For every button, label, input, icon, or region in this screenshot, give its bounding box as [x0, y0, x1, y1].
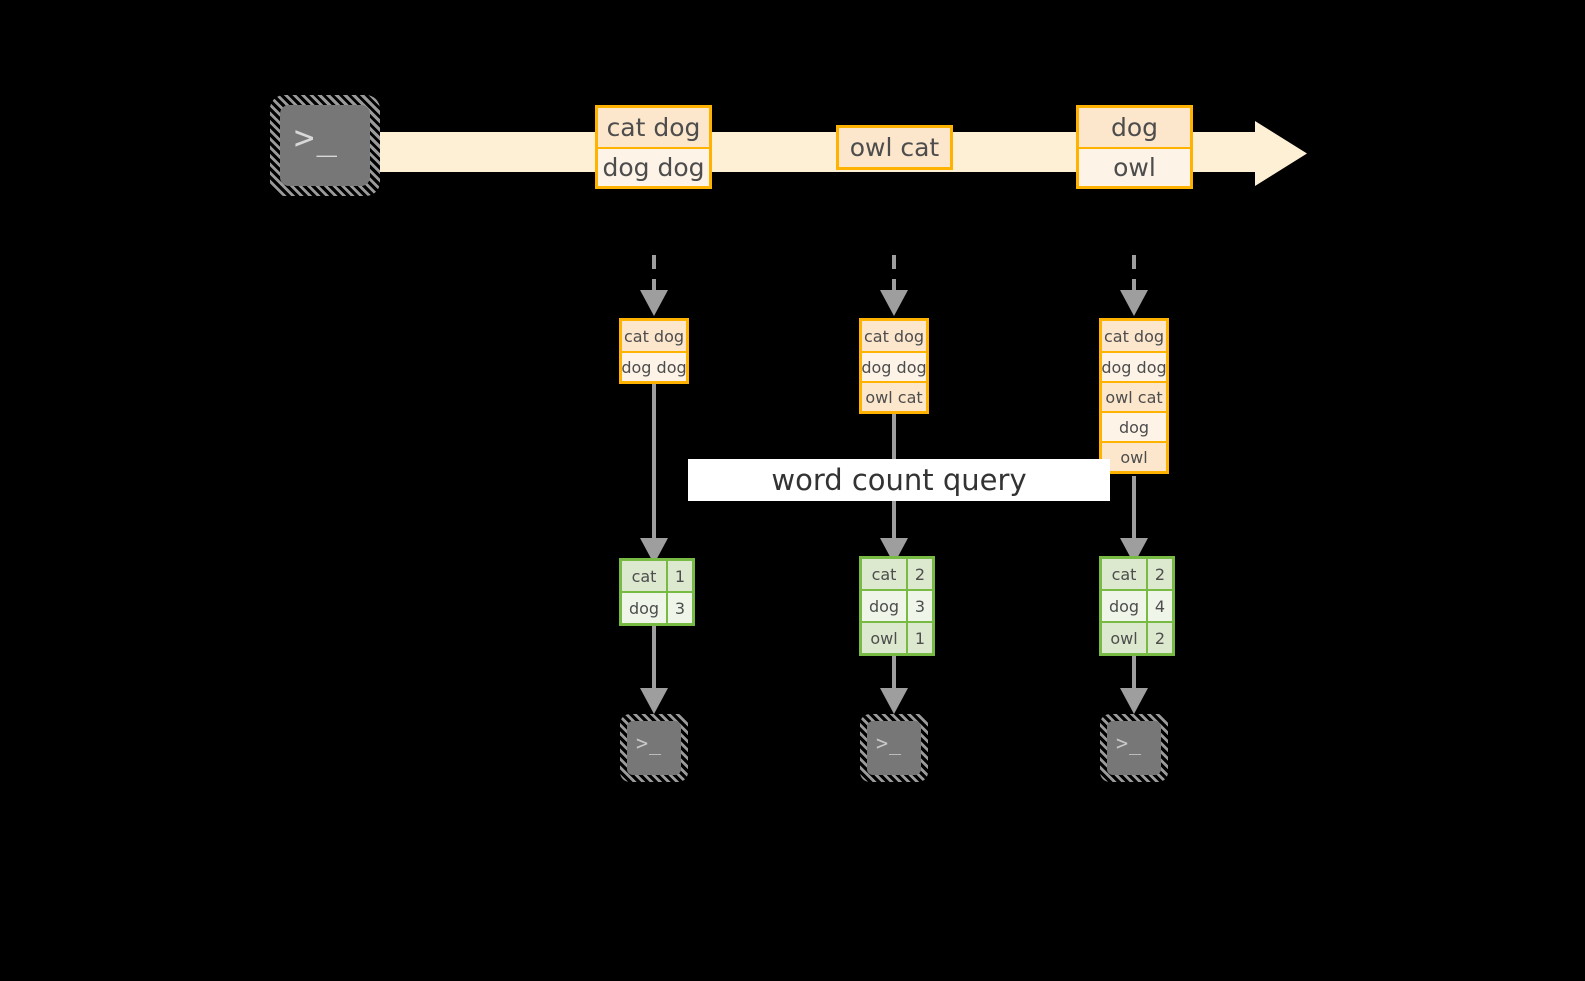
accumulated-row: owl cat	[862, 381, 926, 411]
result-word: dog	[622, 593, 666, 623]
table-row: dog 3	[862, 589, 932, 621]
result-word: cat	[862, 559, 906, 589]
terminal-prompt-glyph: >_	[636, 731, 663, 755]
result-count: 2	[1146, 623, 1172, 653]
result-word: owl	[1102, 623, 1146, 653]
stream-batch-3[interactable]: dog owl	[1076, 105, 1193, 189]
sink-terminal-icon-1[interactable]: >_	[620, 714, 688, 782]
result-count: 1	[666, 561, 692, 591]
table-row: dog 3	[622, 591, 692, 623]
accumulated-row: cat dog	[862, 321, 926, 351]
table-row: cat 1	[622, 561, 692, 591]
result-word: cat	[1102, 559, 1146, 589]
table-row: cat 2	[862, 559, 932, 589]
stream-batch-2[interactable]: owl cat	[836, 125, 953, 170]
trigger-feed-arrowheads	[640, 290, 1148, 316]
accumulated-row: dog dog	[1101, 351, 1167, 381]
stream-message: dog dog	[598, 147, 709, 186]
result-count: 4	[1146, 591, 1172, 621]
result-word: dog	[862, 591, 906, 621]
sink-terminal-icon-3[interactable]: >_	[1100, 714, 1168, 782]
accumulated-stack-2[interactable]: cat dog dog dog owl cat	[859, 318, 929, 414]
stream-message: owl cat	[839, 128, 950, 167]
trigger-feed-lines	[652, 255, 1136, 292]
terminal-prompt-glyph: >_	[876, 731, 903, 755]
accumulated-row: owl cat	[1102, 381, 1166, 411]
accumulated-stack-3[interactable]: cat dog dog dog owl cat dog owl	[1099, 318, 1169, 474]
table-row: dog 4	[1102, 589, 1172, 621]
table-row: cat 2	[1102, 559, 1172, 589]
accumulated-row: owl	[1102, 441, 1166, 471]
result-count: 3	[906, 591, 932, 621]
result-word: dog	[1102, 591, 1146, 621]
result-table-2[interactable]: cat 2 dog 3 owl 1	[859, 556, 935, 656]
table-row: owl 2	[1102, 621, 1172, 653]
result-table-1[interactable]: cat 1 dog 3	[619, 558, 695, 626]
result-count: 3	[666, 593, 692, 623]
result-count: 1	[906, 623, 932, 653]
sink-flow-arrowheads	[640, 688, 1148, 714]
accumulated-row: cat dog	[622, 321, 686, 351]
table-row: owl 1	[862, 621, 932, 653]
accumulated-row: dog	[1102, 411, 1166, 441]
accumulated-row: dog dog	[621, 351, 687, 381]
terminal-prompt-glyph: >_	[1116, 731, 1143, 755]
result-count: 2	[906, 559, 932, 589]
result-count: 2	[1146, 559, 1172, 589]
accumulated-stack-1[interactable]: cat dog dog dog	[619, 318, 689, 384]
stream-batch-1[interactable]: cat dog dog dog	[595, 105, 712, 189]
stream-message: dog	[1079, 108, 1190, 147]
stream-message: owl	[1079, 147, 1190, 186]
result-word: cat	[622, 561, 666, 591]
result-word: owl	[862, 623, 906, 653]
query-label-text: word count query	[771, 463, 1027, 497]
stream-message: cat dog	[598, 108, 709, 147]
accumulated-row: cat dog	[1102, 321, 1166, 351]
terminal-prompt-glyph: >_	[294, 118, 339, 158]
source-terminal-icon[interactable]: >_	[270, 95, 380, 196]
query-label-band: word count query	[688, 459, 1110, 501]
accumulated-row: dog dog	[861, 351, 927, 381]
sink-terminal-icon-2[interactable]: >_	[860, 714, 928, 782]
result-table-3[interactable]: cat 2 dog 4 owl 2	[1099, 556, 1175, 656]
